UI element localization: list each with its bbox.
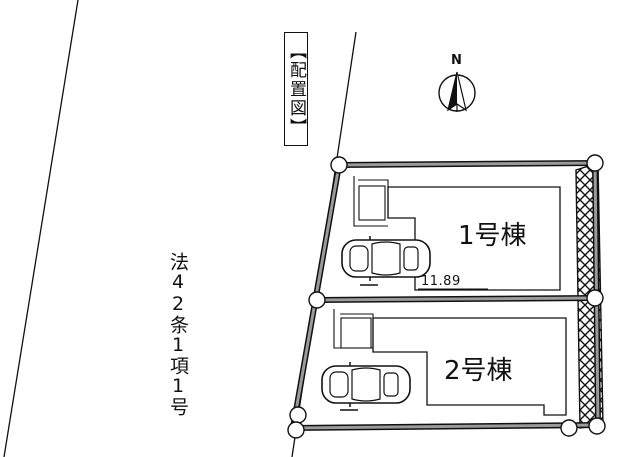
boundary-marker (586, 289, 604, 307)
building-2-inner-line (333, 309, 374, 352)
dimension-label: 11.89 (421, 274, 461, 289)
building-2-label: 2号棟 (444, 356, 513, 386)
building-2-entrance (340, 317, 372, 349)
boundary-marker (287, 421, 305, 439)
road-boundary-left (3, 0, 79, 457)
boundary-marker (289, 406, 307, 424)
boundary-marker (588, 417, 606, 435)
boundary-marker (330, 156, 348, 174)
boundary-markers (287, 154, 606, 439)
building-2-outline (372, 317, 567, 416)
building-1-label: 1号棟 (458, 221, 527, 251)
road-classification-label: 法42条1項1号 (167, 252, 189, 416)
boundary-marker (586, 154, 604, 172)
north-label: N (451, 53, 462, 68)
boundary-marker (560, 419, 578, 437)
plan-title: 【配置図】 (284, 32, 308, 146)
car-icon (321, 362, 411, 407)
building-1-entrance (358, 185, 386, 221)
building-1-inner-line (353, 176, 389, 227)
car-icon (341, 236, 431, 281)
boundary-marker (308, 291, 326, 309)
north-arrow-icon (438, 71, 476, 112)
